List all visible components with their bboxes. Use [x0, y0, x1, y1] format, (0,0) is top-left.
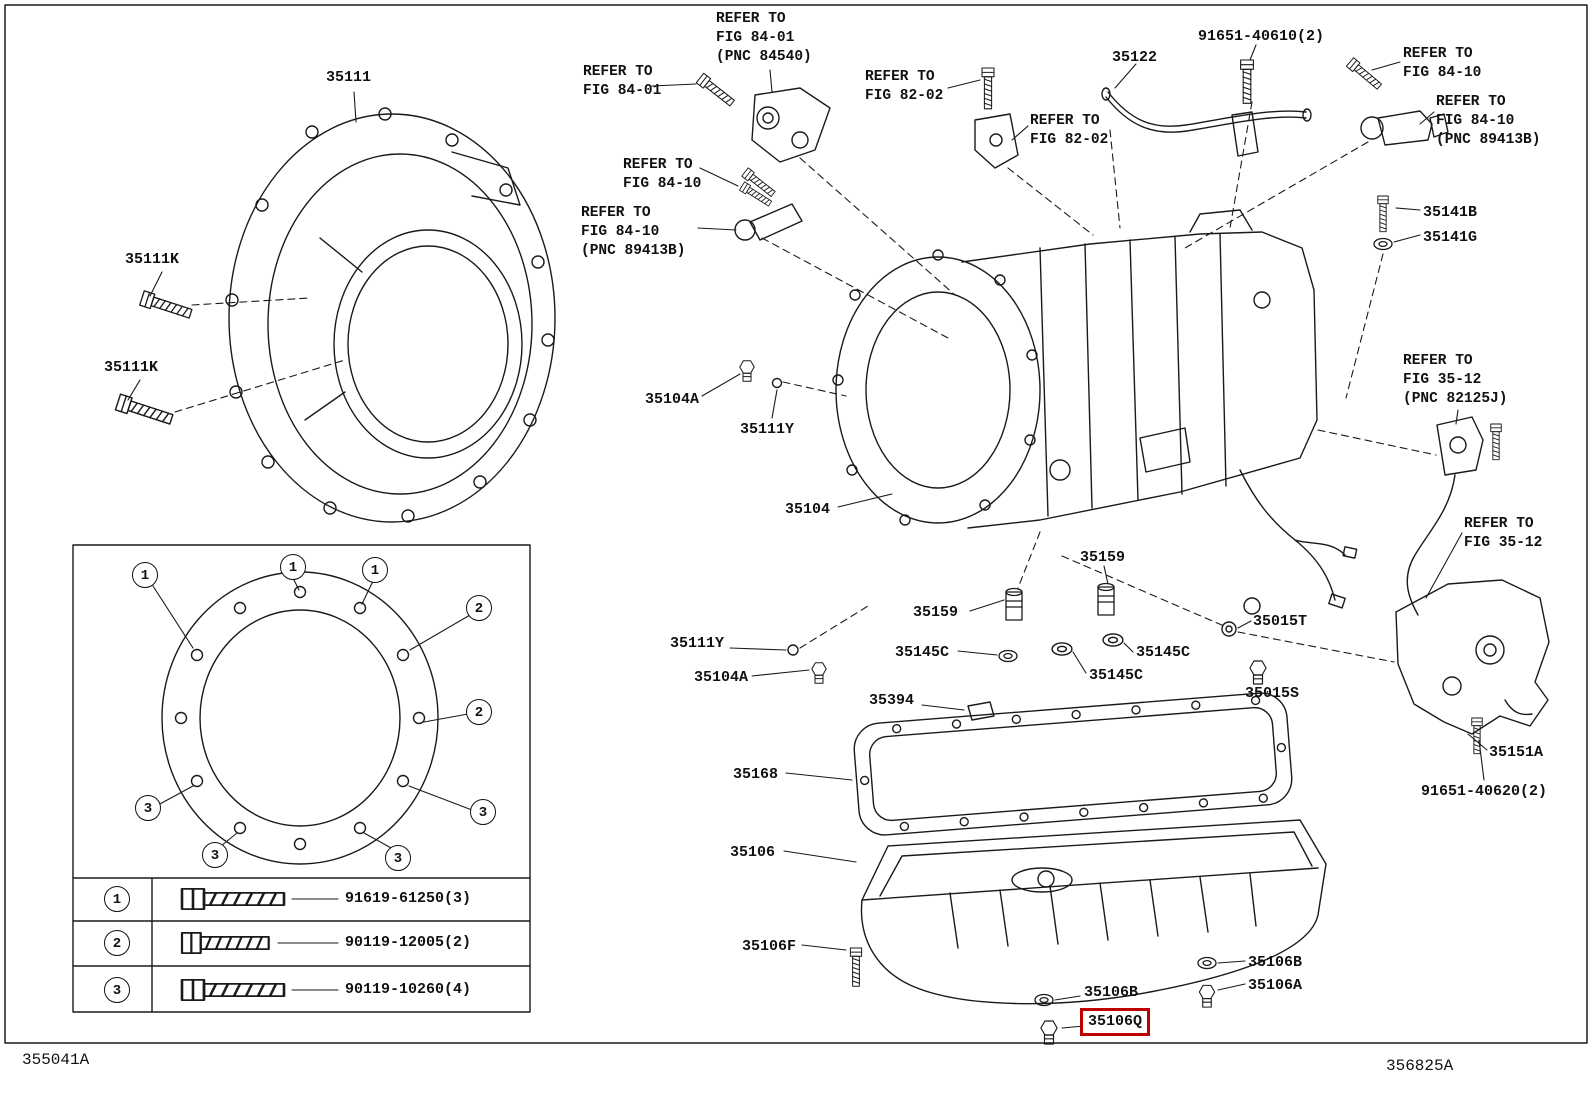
figure-reference-note: REFER TO FIG 35-12: [1464, 516, 1543, 551]
part-number-label[interactable]: 35104A: [694, 669, 749, 686]
part-number-label[interactable]: 35394: [869, 692, 915, 709]
part-number-label[interactable]: 35104: [785, 501, 831, 518]
washer-35145C-3: [1102, 633, 1124, 647]
part-number-label[interactable]: 35106B: [1248, 954, 1303, 971]
callout-number: 3: [470, 799, 496, 825]
legend-callout-number: 2: [104, 930, 130, 956]
legend-row: 1 91619-61250(3): [73, 886, 530, 912]
switch-35015S: [1249, 660, 1267, 685]
figure-reference-note: REFER TO FIG 84-10 (PNC 89413B): [581, 205, 686, 259]
part-number-label[interactable]: 35122: [1112, 49, 1158, 66]
part-number-label[interactable]: 91651-40620(2): [1421, 783, 1548, 800]
part-number-label[interactable]: 35111Y: [670, 635, 725, 652]
part-number-label[interactable]: 35168: [733, 766, 779, 783]
sensor-84-10-right-drawing: [1345, 57, 1449, 146]
bolt-35111K-1: [138, 290, 194, 322]
callout-number: 1: [280, 554, 306, 580]
callout-number: 3: [385, 845, 411, 871]
part-number-label[interactable]: 35145C: [1136, 644, 1191, 661]
bolt-35106F: [849, 947, 863, 987]
magnet-35394: [967, 701, 995, 721]
assembly-dashed-lines: [174, 101, 1437, 663]
figure-reference-note: REFER TO FIG 84-01 (PNC 84540): [716, 11, 812, 65]
plug-35159-2: [1097, 582, 1115, 616]
part-number-label[interactable]: 35106: [730, 844, 776, 861]
figure-reference-note: REFER TO FIG 82-02: [865, 69, 944, 104]
part-number-label[interactable]: 35141G: [1423, 229, 1478, 246]
transmission-case-drawing: [832, 209, 1318, 529]
legend-part-number[interactable]: 91619-61250(3): [345, 890, 472, 907]
part-number-label[interactable]: 35104A: [645, 391, 700, 408]
bolt-35111K-2: [114, 393, 175, 428]
drain-plug-35106Q: [1040, 1020, 1058, 1045]
plug-35104A-upper: [739, 360, 755, 382]
callout-number: 1: [362, 557, 388, 583]
oil-pan-drawing: [860, 819, 1327, 1005]
oring-35111Y-lower: [787, 644, 799, 656]
harness-35015T-drawing: [1221, 469, 1358, 637]
figure-reference-note: REFER TO FIG 84-10: [623, 157, 702, 192]
bolt-35141B: [1377, 195, 1389, 233]
sensor-35-12-drawing: [1406, 416, 1502, 616]
leader-lines: [127, 44, 1488, 1029]
legend-row: 3 90119-10260(4): [73, 977, 530, 1003]
legend-part-number[interactable]: 90119-12005(2): [345, 934, 472, 951]
figure-code-right: 356825A: [1386, 1057, 1454, 1075]
legend-part-number[interactable]: 90119-10260(4): [345, 981, 472, 998]
plug-35104A-lower: [811, 662, 827, 684]
part-number-label[interactable]: 35111Y: [740, 421, 795, 438]
legend-row: 2 90119-12005(2): [73, 930, 530, 956]
figure-reference-note: REFER TO FIG 84-01: [583, 64, 662, 99]
callout-number: 3: [135, 795, 161, 821]
page-frame: [4, 4, 1588, 1044]
cover-35151A-drawing: [1395, 579, 1550, 755]
part-number-label[interactable]: 35106B: [1084, 984, 1139, 1001]
part-number-label[interactable]: 35141B: [1423, 204, 1478, 221]
tube-35122-drawing: [1101, 59, 1312, 157]
sensor-84-10-left-drawing: [734, 181, 803, 241]
part-number-label[interactable]: 35151A: [1489, 744, 1544, 761]
callout-number: 2: [466, 699, 492, 725]
selected-part-label[interactable]: 35106Q: [1080, 1008, 1151, 1036]
part-number-label[interactable]: 35111K: [104, 359, 159, 376]
figure-reference-note: REFER TO FIG 84-10: [1403, 46, 1482, 81]
part-number-label[interactable]: 35159: [913, 604, 959, 621]
washer-35145C-1: [998, 649, 1018, 663]
bell-housing-drawing: [225, 107, 556, 523]
figure-reference-note: REFER TO FIG 82-02: [1030, 113, 1109, 148]
part-number-label[interactable]: 35106F: [742, 938, 797, 955]
part-number-label[interactable]: 35145C: [1089, 667, 1144, 684]
plug-35106A: [1198, 984, 1216, 1008]
oring-35111Y-upper: [771, 377, 783, 389]
callout-number: 1: [132, 562, 158, 588]
part-number-label[interactable]: 91651-40610(2): [1198, 28, 1325, 45]
part-number-label[interactable]: 35015T: [1253, 613, 1308, 630]
callout-number: 3: [202, 842, 228, 868]
pan-gasket-drawing: [853, 692, 1293, 836]
part-number-label[interactable]: 35111K: [125, 251, 180, 268]
legend-box: [72, 544, 531, 1013]
legend-callout-number: 3: [104, 977, 130, 1003]
part-number-label[interactable]: 35015S: [1245, 685, 1300, 702]
washer-35145C-2: [1051, 642, 1073, 656]
bracket-82-02-drawing: [974, 67, 1019, 169]
plug-35159-1: [1005, 587, 1023, 621]
figure-reference-note: REFER TO FIG 84-10 (PNC 89413B): [1436, 94, 1541, 148]
part-number-label[interactable]: 35106A: [1248, 977, 1303, 994]
callout-number: 2: [466, 595, 492, 621]
figure-code-left: 355041A: [22, 1051, 90, 1069]
part-number-label[interactable]: 35111: [326, 69, 372, 86]
part-number-label[interactable]: 35145C: [895, 644, 950, 661]
sensor-84-01-drawing: [695, 72, 831, 199]
figure-reference-note: REFER TO FIG 35-12 (PNC 82125J): [1403, 353, 1508, 407]
legend-callout-number: 1: [104, 886, 130, 912]
washer-35141G: [1373, 237, 1393, 251]
part-number-label[interactable]: 35159: [1080, 549, 1126, 566]
washer-35106B-2: [1197, 956, 1217, 970]
